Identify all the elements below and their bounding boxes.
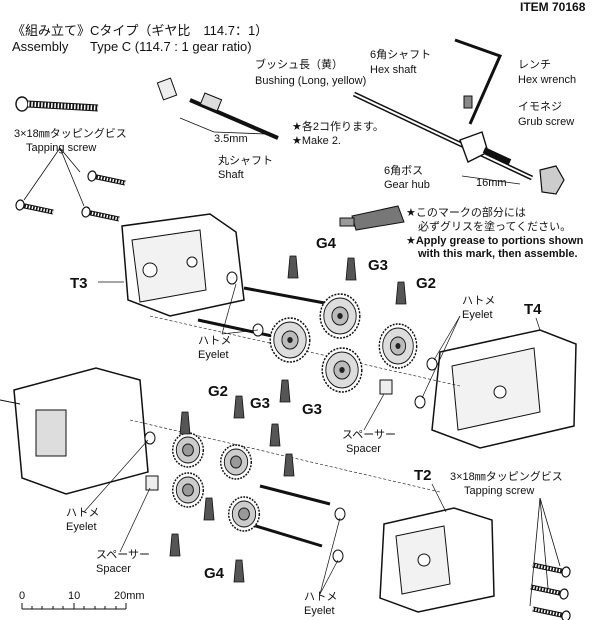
scale-label-20mm: 20mm (114, 590, 145, 602)
eyelet-label-en-3: Eyelet (66, 521, 97, 533)
gear-g3-top-b (321, 347, 363, 393)
dimension-3-5mm: 3.5mm (214, 133, 248, 145)
spacer-label-en-2: Spacer (96, 563, 131, 575)
shaft-label-jp: 丸シャフト (218, 155, 273, 167)
eyelets-spacers (144, 271, 438, 563)
grub-label-jp: イモネジ (518, 101, 562, 113)
gear-g3-top-a (319, 293, 361, 339)
gear-g2-top (378, 323, 418, 369)
label-g4-bottom: G4 (204, 565, 225, 582)
hex-shaft-part (352, 38, 565, 195)
shaft-label-en: Shaft (218, 169, 244, 181)
dimension-16mm: 16mm (476, 177, 507, 189)
assembly-title-en: Assembly (12, 39, 69, 54)
make2-jp: ★各2コ作ります。 (292, 121, 384, 133)
label-t2: T2 (414, 467, 432, 484)
screw-label-jp: 3×18㎜タッピングビス (14, 128, 127, 140)
label-g2-bottom: G2 (208, 383, 229, 400)
grease-note-jp-1: ★このマークの部分には (406, 207, 526, 219)
grease-note-en-1: ★Apply grease to portions shown (406, 235, 584, 247)
label-g3-bottom: G3 (250, 395, 271, 412)
spacer-label-en-1: Spacer (346, 443, 381, 455)
gear-g4-bottom (227, 496, 261, 532)
eyelet-label-jp-3: ハトメ (66, 507, 100, 519)
item-number: ITEM 70168 (520, 0, 586, 14)
gearbox-housing-t4 (431, 329, 577, 449)
wrench-label-en: Hex wrench (518, 74, 577, 86)
gear-g2-bottom (171, 432, 205, 468)
scale-label-10: 10 (68, 590, 81, 602)
hub-label-en: Gear hub (384, 179, 430, 191)
gear-g4-top (269, 317, 311, 363)
grease-tube-icon (339, 205, 405, 231)
hexshaft-label-en: Hex shaft (370, 64, 417, 76)
grub-label-en: Grub screw (518, 116, 575, 128)
eyelet-label-en-1: Eyelet (198, 349, 229, 361)
screw-label-en-2: Tapping screw (464, 485, 535, 497)
eyelet-label-en-2: Eyelet (462, 309, 493, 321)
screw-label-jp-2: 3×18㎜タッピングビス (450, 471, 563, 483)
label-t4: T4 (524, 301, 542, 318)
hub-label-jp: 6角ボス (384, 165, 424, 177)
scale-bar (21, 603, 127, 610)
label-g3-mid: G3 (302, 401, 323, 418)
leader-lines (83, 281, 541, 595)
gear-g3-bottom-b (171, 472, 205, 508)
gear-g3-bottom-a (219, 444, 253, 480)
grease-note-jp-2: 必ずグリスを塗ってください。 (418, 221, 572, 233)
bushing-label-en: Bushing (Long, yellow) (255, 75, 367, 87)
spacer-label-jp-2: スペーサー (96, 549, 151, 561)
tapping-screw-large (15, 96, 99, 112)
gearbox-housing-t2 (379, 507, 495, 613)
make2-en: ★Make 2. (292, 135, 341, 147)
scale-label-0: 0 (19, 590, 26, 602)
grease-note-en-2: with this mark, then assemble. (418, 248, 578, 260)
eyelet-label-en-4: Eyelet (304, 605, 335, 617)
type-title-jp: Cタイプ（ギヤ比 114.7：1） (90, 23, 269, 38)
tapping-screws-left (15, 147, 126, 224)
label-g2-top: G2 (416, 275, 437, 292)
gearbox-housing-t3 (121, 213, 245, 317)
label-g3-top: G3 (368, 257, 389, 274)
bushing-shaft-part (156, 77, 279, 140)
screw-label-en: Tapping screw (26, 142, 97, 154)
eyelet-label-jp-1: ハトメ (198, 335, 232, 347)
eyelet-label-jp-4: ハトメ (304, 591, 338, 603)
label-g4-top: G4 (316, 235, 337, 252)
motor-gearbox-assembly (0, 367, 149, 495)
hexshaft-label-jp: 6角シャフト (370, 49, 432, 61)
label-t3: T3 (70, 275, 88, 292)
wrench-label-jp: レンチ (518, 59, 551, 71)
tapping-screws-right (530, 497, 571, 620)
spacer-label-jp-1: スペーサー (342, 429, 397, 441)
type-title-en: Type C (114.7 : 1 gear ratio) (90, 39, 252, 54)
assembly-title-jp: 《組み立て》 (12, 23, 91, 38)
bushing-label-jp: ブッシュ長（黄） (255, 59, 343, 71)
eyelet-label-jp-2: ハトメ (462, 295, 496, 307)
